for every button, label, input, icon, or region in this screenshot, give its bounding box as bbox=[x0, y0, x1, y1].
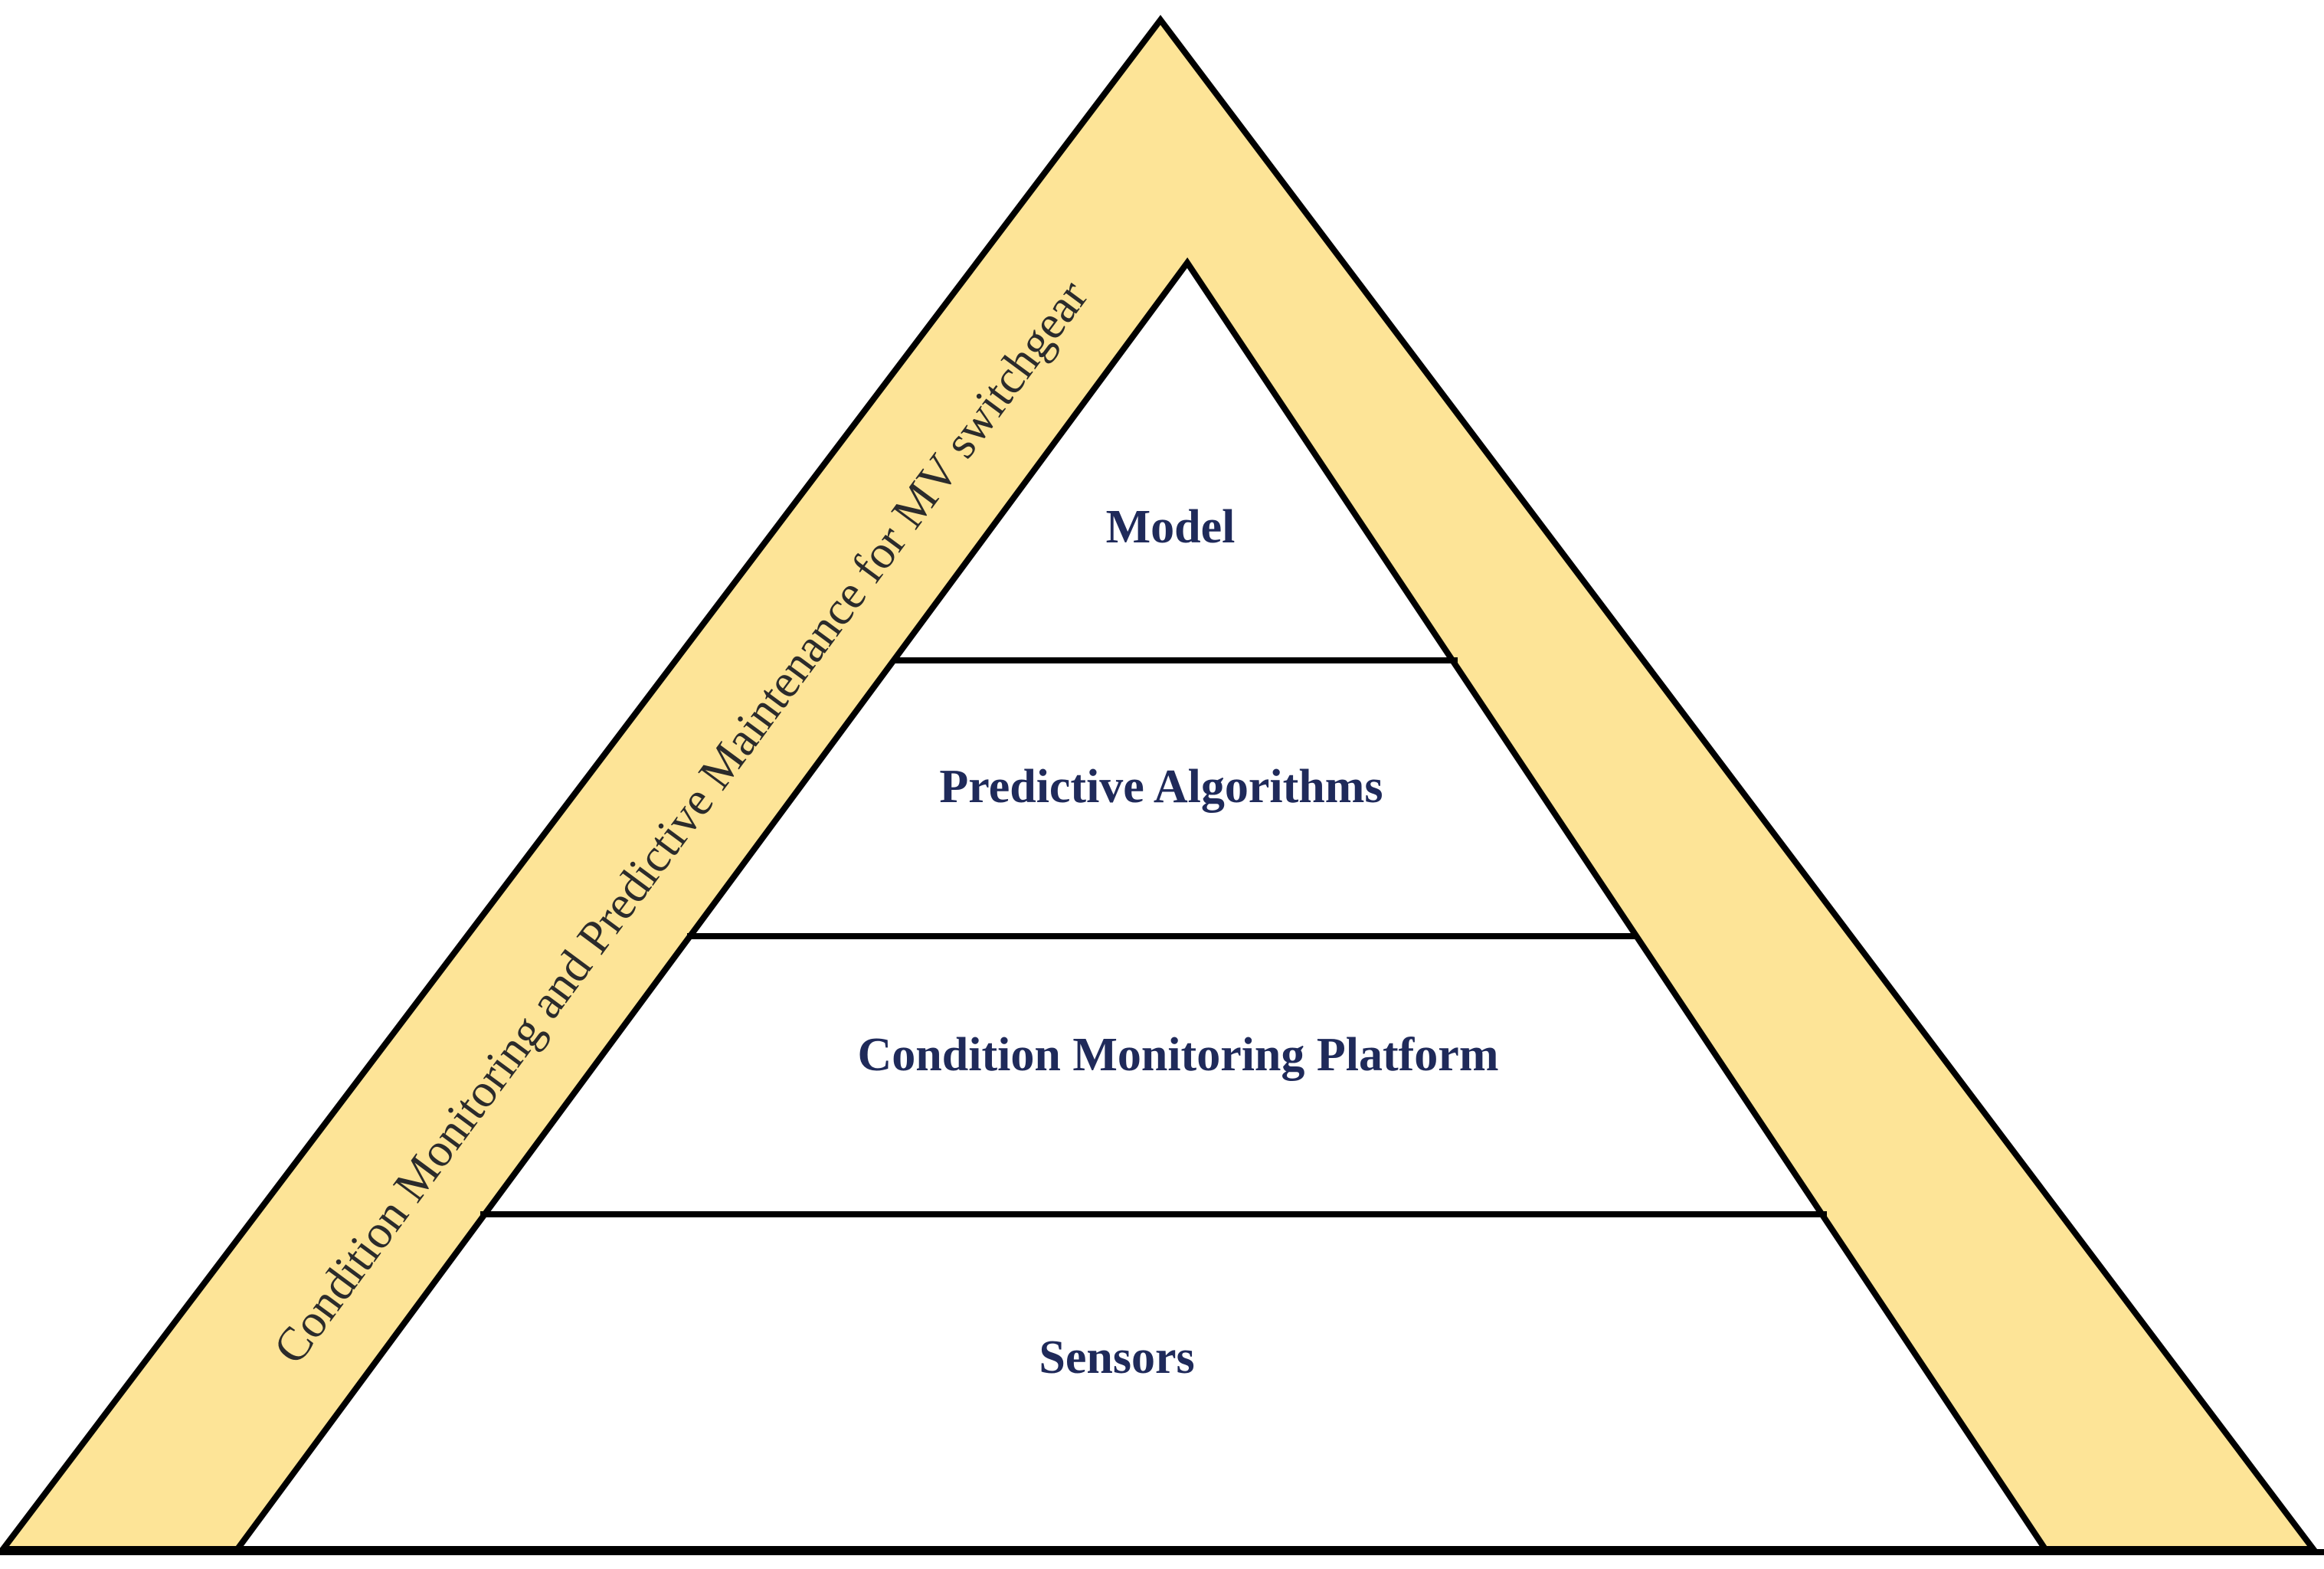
layer-label-sensors: Sensors bbox=[1039, 1332, 1194, 1384]
layer-label-condition-monitoring-platform: Condition Monitoring Platform bbox=[858, 1029, 1499, 1081]
layer-label-model: Model bbox=[1106, 501, 1236, 553]
layer-label-predictive-algorithms: Predictive Algorithms bbox=[939, 761, 1383, 813]
